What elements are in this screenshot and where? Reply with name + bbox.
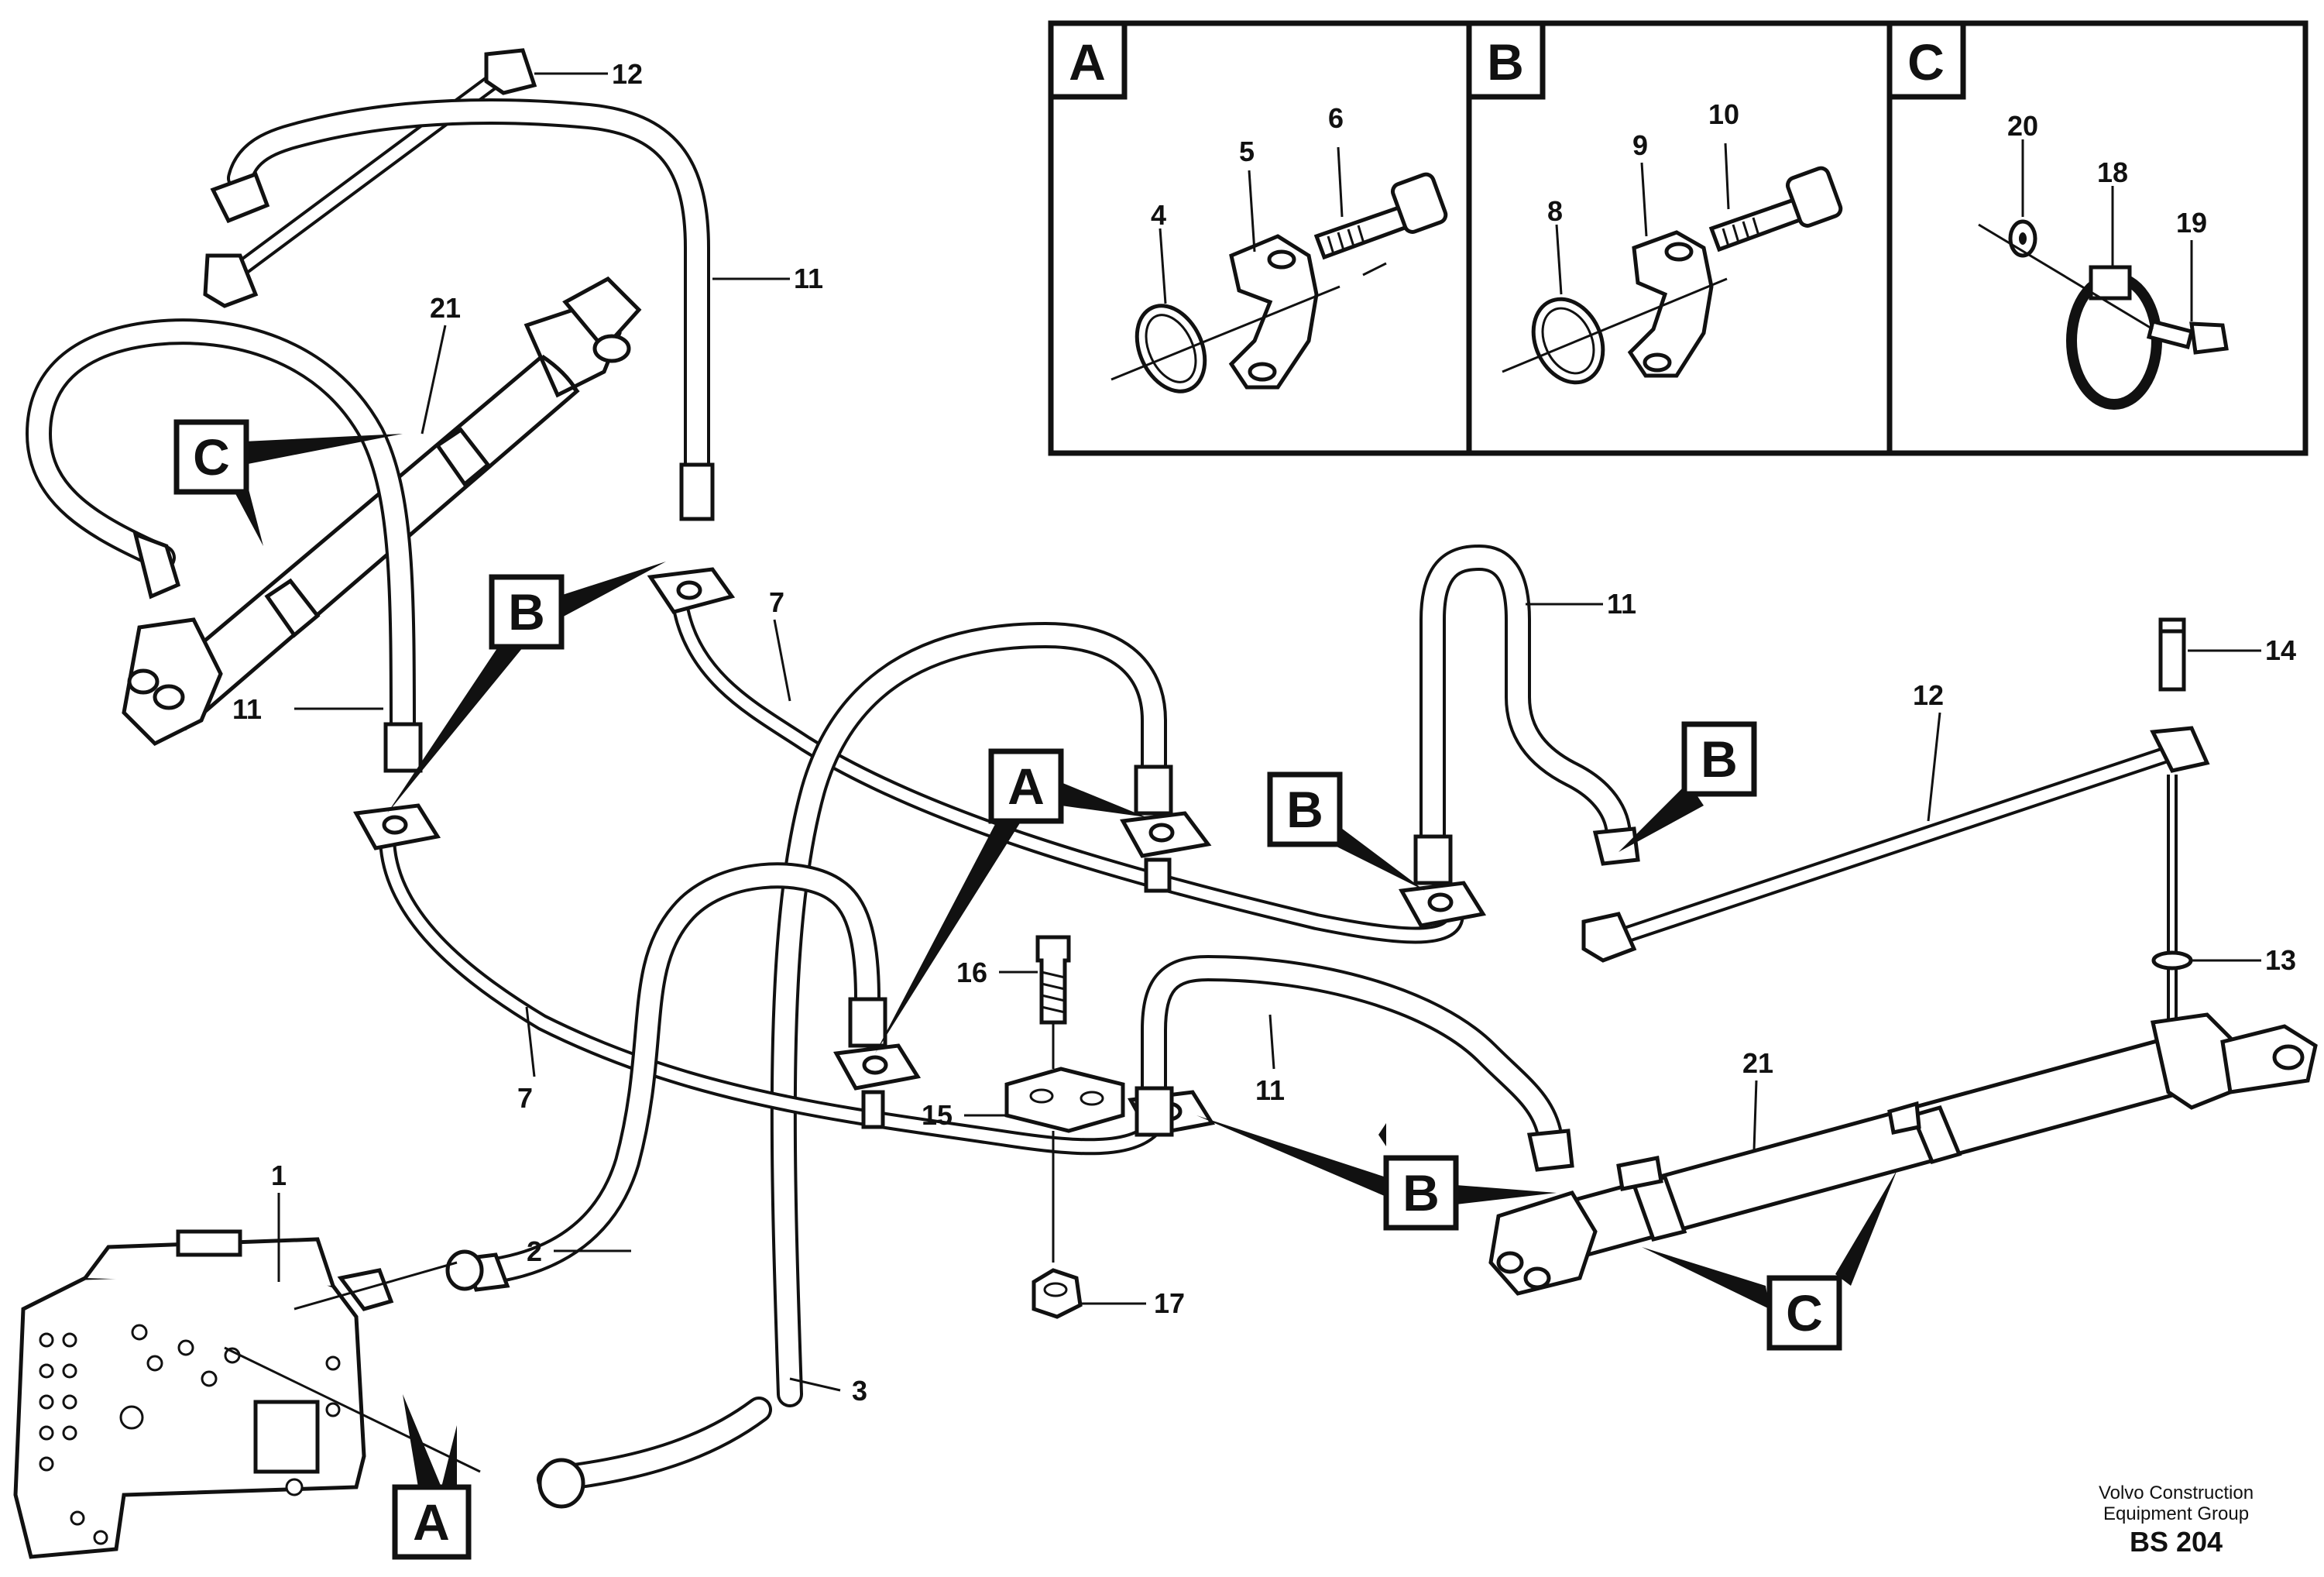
- washer-13: [2151, 950, 2193, 971]
- label-2: 2: [527, 1235, 542, 1267]
- label-11-left: 11: [232, 693, 262, 725]
- pipe-7-lower: 7: [353, 803, 1216, 1156]
- label-15: 15: [922, 1099, 953, 1131]
- label-7-upper: 7: [769, 586, 784, 618]
- pipe-12-right: 12: [1581, 679, 2210, 963]
- flange-half-9: [1627, 230, 1714, 378]
- label-17: 17: [1154, 1287, 1185, 1319]
- label-11-upper: 11: [794, 263, 823, 294]
- hose-middle-loop: [770, 622, 1212, 1407]
- footer-company-line2: Equipment Group: [2103, 1503, 2249, 1524]
- callout-a-bottom: A: [392, 1394, 472, 1560]
- callout-a-mid-label: A: [1008, 758, 1045, 815]
- hose-11-lower: 11: [1135, 955, 1574, 1172]
- hose-lower-middle-loop: 2: [482, 862, 922, 1283]
- callout-c-left: C: [173, 419, 403, 546]
- label-11-right: 11: [1607, 588, 1636, 620]
- detail-panel: A 4 5 6: [1048, 20, 2309, 456]
- callout-b-mid-label: B: [1286, 781, 1323, 838]
- clamp-assembly: 16 15 17: [922, 935, 1185, 1319]
- cylinder-21-left: 21: [122, 276, 642, 747]
- label-12-top: 12: [612, 58, 643, 90]
- label-8: 8: [1547, 195, 1563, 227]
- label-21-left: 21: [430, 292, 461, 324]
- footer-credit: Volvo Construction Equipment Group BS 20…: [2099, 1483, 2254, 1558]
- callout-c-bottom-label: C: [1786, 1284, 1823, 1342]
- label-1: 1: [271, 1160, 287, 1191]
- label-11-lower: 11: [1255, 1074, 1285, 1106]
- hose-11-left: 11: [26, 318, 423, 773]
- footer-company-line1: Volvo Construction: [2099, 1483, 2254, 1503]
- callout-c-bottom: C: [1642, 1170, 1897, 1351]
- callout-a-mid: A: [875, 748, 1146, 1053]
- callout-b-bottom-label: B: [1402, 1164, 1440, 1221]
- callout-b-mid: B: [1267, 771, 1425, 891]
- label-9: 9: [1632, 129, 1648, 161]
- bolt-6: [1313, 172, 1448, 260]
- label-20: 20: [2007, 110, 2038, 142]
- label-3: 3: [852, 1375, 867, 1407]
- detail-box-b-label: B: [1487, 33, 1524, 91]
- bolt-19: [2146, 318, 2229, 355]
- label-13: 13: [2265, 944, 2296, 976]
- callout-a-bottom-label: A: [413, 1493, 450, 1551]
- detail-box-a: A 4 5 6: [1048, 20, 1448, 393]
- detail-box-b: B 8 9 10: [1466, 20, 1843, 385]
- label-18: 18: [2097, 156, 2128, 188]
- callout-b-right: B: [1619, 721, 1757, 852]
- bolt-16: [1035, 935, 1071, 1025]
- cylinder-21-right: 21: [1488, 1012, 2318, 1296]
- callout-b-left-top-label: B: [508, 583, 545, 641]
- pipe-12-top: 12: [203, 48, 643, 308]
- label-10: 10: [1708, 98, 1739, 130]
- detail-box-c: C 20 18 19: [1886, 20, 2229, 410]
- bolt-10: [1708, 166, 1843, 253]
- clamp-15: [1004, 1067, 1125, 1133]
- hose-11-right: 11: [1399, 545, 1640, 928]
- label-12-right: 12: [1913, 679, 1944, 711]
- label-6: 6: [1328, 102, 1344, 134]
- detail-box-c-label: C: [1907, 33, 1945, 91]
- label-4: 4: [1151, 199, 1166, 231]
- callout-b-bottom: B: [1196, 1115, 1557, 1231]
- flange-half-5: [1228, 234, 1319, 390]
- control-valve-1: 1: [13, 1160, 481, 1559]
- hose-3: 3: [445, 1249, 867, 1509]
- hose-11-upper: 11: [210, 98, 823, 521]
- label-16: 16: [956, 957, 987, 988]
- callout-b-left-top: B: [387, 562, 666, 813]
- footer-code: BS 204: [2130, 1526, 2223, 1558]
- label-14: 14: [2265, 634, 2296, 666]
- rod-with-bolt-14: 14 13: [2151, 617, 2296, 1069]
- label-7-lower: 7: [517, 1082, 533, 1114]
- callout-b-right-label: B: [1701, 730, 1738, 788]
- label-5: 5: [1239, 136, 1255, 167]
- callout-c-left-label: C: [193, 428, 230, 486]
- label-21-right: 21: [1742, 1047, 1773, 1079]
- detail-box-a-label: A: [1069, 33, 1106, 91]
- label-19: 19: [2176, 207, 2207, 239]
- pipe-7-upper: 7: [647, 567, 1464, 944]
